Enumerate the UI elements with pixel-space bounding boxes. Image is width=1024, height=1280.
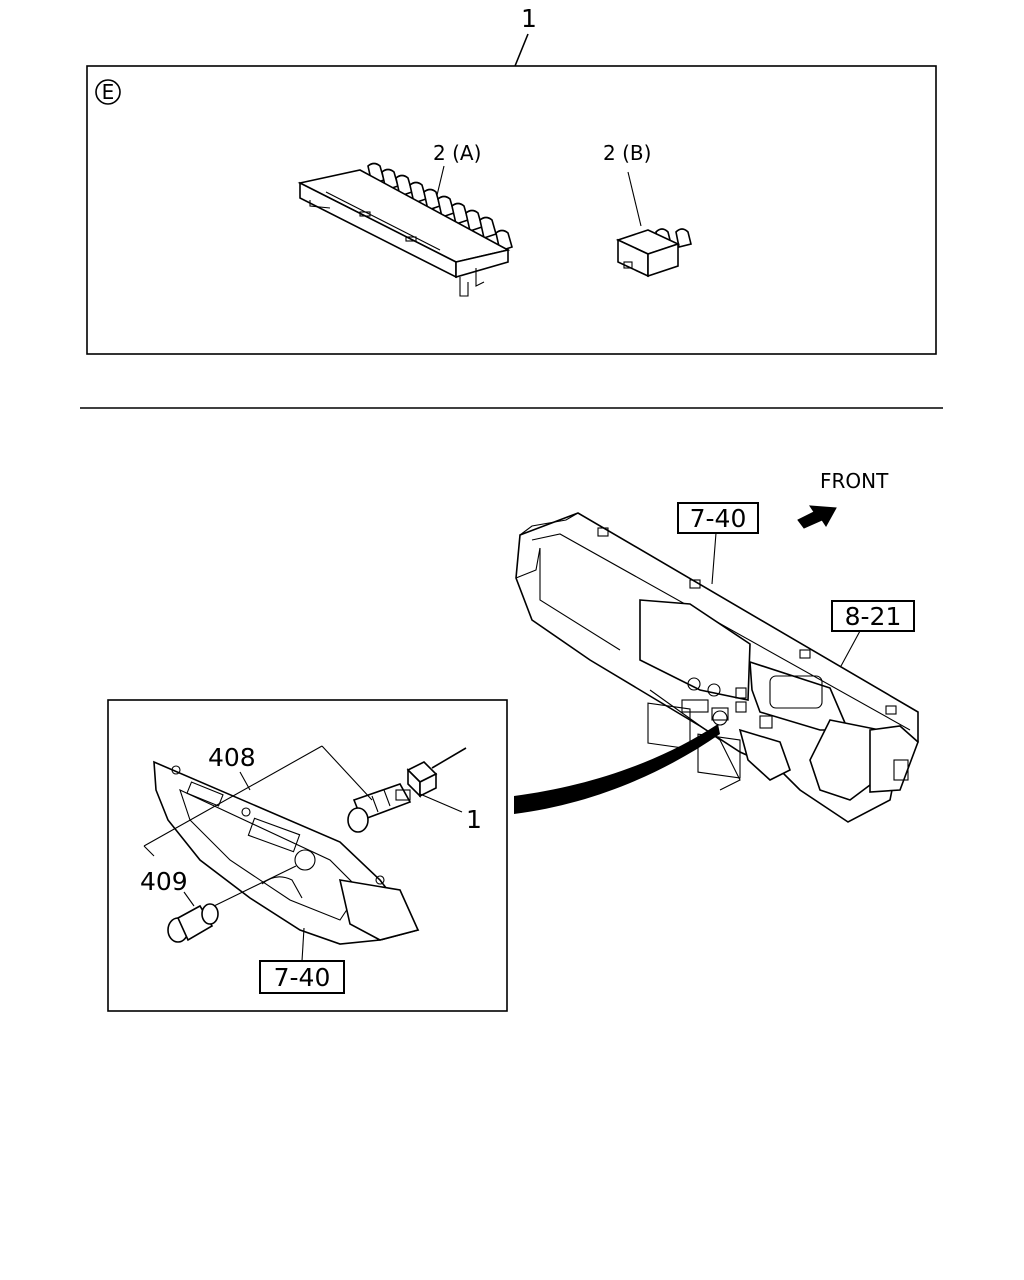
callout-bracket-line [143,745,323,847]
ref-box-7-40-top [677,502,759,534]
section-marker-e: E [102,80,115,104]
socket-part-408 [347,783,412,833]
ref-7-40-top: 7-40 [690,504,747,533]
front-arrow-icon [797,505,837,529]
leader-409 [183,891,195,907]
knob-axis-line [213,865,297,907]
fuse-strip-part-2a: 2 (A) [297,141,513,297]
dashboard-center-console [639,599,751,701]
callout-leader-1 [514,33,529,67]
dashboard-meter-hood [749,660,850,731]
ref-leader-7-40-top [711,532,717,585]
leader-408 [321,745,373,801]
label-408: 408 [208,743,256,772]
label-1-detail: 1 [466,805,482,834]
front-label: FRONT [820,469,889,493]
leader-1-detail [419,793,463,813]
ref-7-40-detail: 7-40 [274,963,331,992]
top-panel: 1 E 2 (A) [86,4,937,355]
top-panel-frame [86,65,937,355]
ref-8-21: 8-21 [845,602,902,631]
knob-part-409 [167,903,219,943]
label-2a: 2 (A) [433,141,481,165]
detail-panel-frame [107,699,508,1012]
dashboard-glovebox-edge [539,548,621,651]
leader-2b [627,171,642,227]
dashboard-assembly: FRONT 7-40 8-21 [515,469,919,823]
callout-1-top: 1 [521,4,537,33]
label-409: 409 [140,867,188,896]
fuse-blades [367,162,513,253]
detail-panel: 1 408 409 7-40 [107,699,508,1012]
plug-part-1 [406,747,467,798]
trim-panel-socket-hole [294,849,316,871]
fuse-strip-end [455,248,509,279]
label-2b: 2 (B) [603,141,651,165]
ref-box-7-40-detail [259,960,345,994]
ref-leader-7-40-detail [301,927,305,962]
detail-pointer-arrow [514,724,720,814]
fuse-part-2b: 2 (B) [603,141,692,278]
ref-box-8-21 [831,600,915,632]
section-marker-circle [95,79,121,105]
